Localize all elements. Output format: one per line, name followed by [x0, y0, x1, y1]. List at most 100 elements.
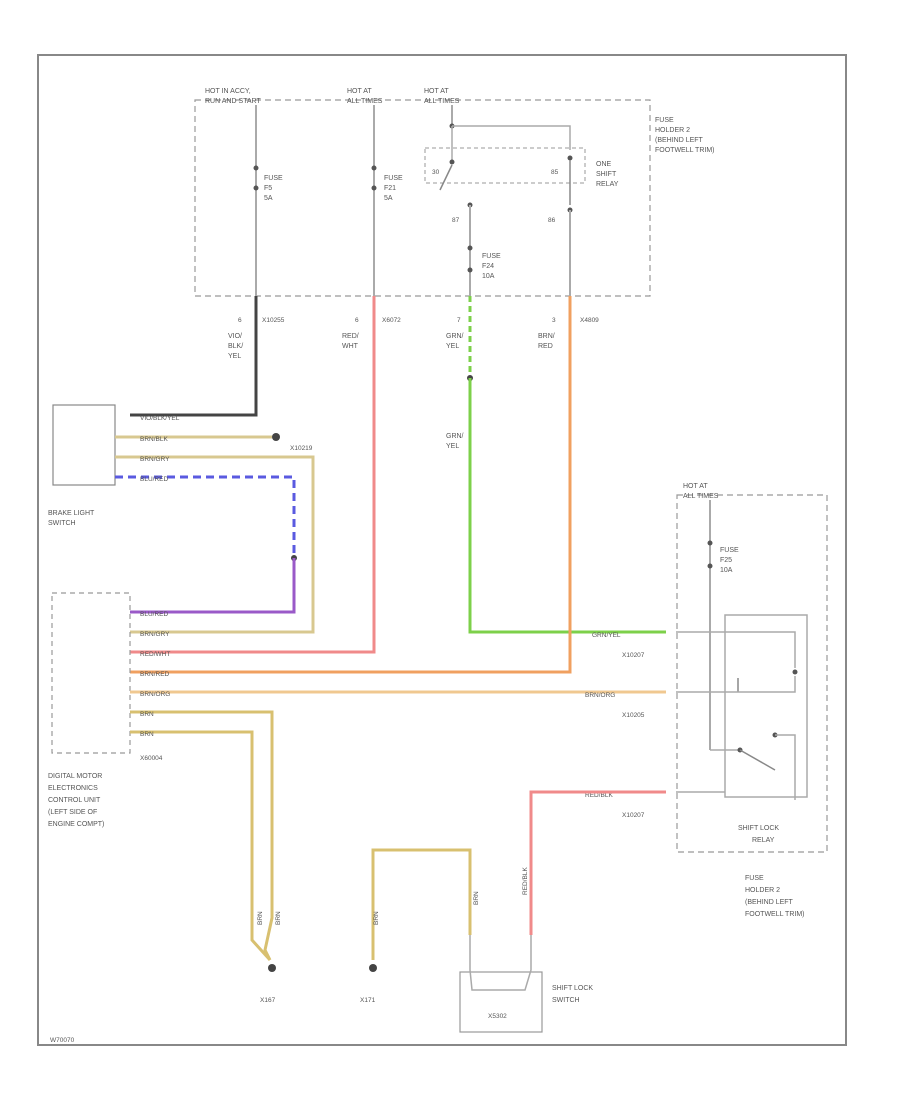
relay-coil-wire: [676, 631, 796, 668]
bottom-brn-label-3: BRN: [373, 911, 380, 925]
holder-top-label-3: (BEHIND LEFT: [655, 137, 704, 144]
brake-wire2-label: BRN/BLK: [140, 436, 168, 443]
dme-label-4: (LEFT SIDE OF: [48, 809, 97, 816]
relay-feed-wire: [452, 125, 571, 150]
wire1-color-1: VIO/: [228, 333, 242, 340]
dme-label-3: CONTROL UNIT: [48, 797, 101, 804]
right-fuse-dot-top: [707, 540, 713, 546]
bottom-red-blk-label: RED/BLK: [522, 867, 529, 895]
wire4-color-1: BRN/: [538, 333, 555, 340]
fuse-f24-label: FUSE: [482, 253, 501, 260]
brake-wire2-ground: [272, 433, 280, 441]
dme-row3-label: RED/WHT: [140, 651, 170, 658]
shift-lock-switch-box: [459, 971, 543, 1033]
dme-label-2: ELECTRONICS: [48, 785, 98, 792]
brake-wire4-label: BLU/RED: [140, 476, 168, 483]
dme-row2-label: BRN/GRY: [140, 631, 170, 638]
brake-wire3-label: BRN/GRY: [140, 456, 170, 463]
shift-relay-label-2: RELAY: [752, 837, 775, 844]
relay-pin-87: 87: [452, 217, 460, 224]
ground-x171: [369, 964, 377, 972]
ground-x167-label: X167: [260, 997, 276, 1004]
wire2-color-2: WHT: [342, 343, 359, 350]
wire3b-color-1: GRN/: [446, 433, 464, 440]
hot-all-times-label-2: ALL TIMES: [347, 98, 383, 105]
relay-label-3: RELAY: [596, 181, 619, 188]
relay-dashed-box: [424, 147, 586, 184]
dme-row1-label: BLU/RED: [140, 611, 168, 618]
brake-switch-label-1: BRAKE LIGHT: [48, 510, 95, 517]
right-fuse-dot-bottom: [707, 563, 713, 569]
wire4-connector: X4809: [580, 317, 599, 324]
holder-top-label-4: FOOTWELL TRIM): [655, 147, 715, 154]
right-fuse-id: F25: [720, 557, 732, 564]
right-x1-connector: X10207: [622, 652, 645, 659]
wire1-color-3: YEL: [228, 353, 241, 360]
brake-wire4-dashed: [115, 475, 296, 558]
wire1-connector: X10255: [262, 317, 285, 324]
wire4-color-2: RED: [538, 343, 553, 350]
fuse-f5-rating: 5A: [264, 195, 273, 202]
hot-all-times-label-3: HOT AT: [424, 88, 449, 95]
relay-coil-dot: [792, 669, 798, 675]
wire-red-blk: [529, 790, 666, 935]
fuse-f24-dot-top: [467, 245, 473, 251]
wire-brn-red: [130, 296, 572, 674]
bottom-brn-label-4: BRN: [473, 891, 480, 905]
wire2-color-1: RED/: [342, 333, 359, 340]
relay-pin-86: 86: [548, 217, 556, 224]
hot-accy-label-1: HOT IN ACCY,: [205, 88, 251, 95]
right-x3-connector: X10207: [622, 812, 645, 819]
relay-switch-return: [775, 734, 796, 800]
shift-lock-switch-label-2: SWITCH: [552, 997, 580, 1004]
wire3b-color-2: YEL: [446, 443, 459, 450]
wire2-pin: 6: [355, 317, 359, 324]
right-brn-org-label: BRN/ORG: [585, 692, 615, 699]
fuse-f5-dot-bottom: [253, 185, 259, 191]
fuse-f5-id: F5: [264, 185, 272, 192]
brake-wire4: [130, 558, 296, 614]
hot-all-times-label-4: ALL TIMES: [424, 98, 460, 105]
wire2-connector: X6072: [382, 317, 401, 324]
fuse-f24-rating: 10A: [482, 273, 495, 280]
shift-lock-relay-holder: [676, 494, 828, 853]
right-hot-label-2: ALL TIMES: [683, 493, 719, 500]
shift-relay-label-1: SHIFT LOCK: [738, 825, 779, 832]
right-grn-yel-label: GRN/YEL: [592, 632, 621, 639]
wire-brn-x171-loop: [371, 848, 472, 960]
relay-pin-30: 30: [432, 169, 440, 176]
brake-wire1-label: VIO/BLK/YEL: [140, 415, 180, 422]
bottom-brn-label-2: BRN: [275, 911, 282, 925]
wire1-pin: 6: [238, 317, 242, 324]
brake-light-switch-box: [52, 404, 116, 486]
right-holder-label-2: HOLDER 2: [745, 887, 780, 894]
relay-switch-arm: [739, 749, 776, 771]
relay-label-1: ONE: [596, 161, 612, 168]
bottom-brn-label-1: BRN: [257, 911, 264, 925]
hot-all-times-label-1: HOT AT: [347, 88, 372, 95]
wire-red-wht: [130, 296, 376, 654]
brake-connector: X10219: [290, 445, 313, 452]
dme-row7-label: BRN: [140, 731, 154, 738]
relay-coil-return: [676, 676, 796, 693]
shift-lock-relay-box: [724, 614, 808, 798]
diagram-border: [37, 54, 847, 1046]
dme-connector: X60004: [140, 755, 163, 762]
brake-wire3: [115, 455, 315, 634]
right-holder-label-4: FOOTWELL TRIM): [745, 911, 805, 918]
fuse-f24-id: F24: [482, 263, 494, 270]
dme-row5-label: BRN/ORG: [140, 691, 170, 698]
shift-lock-switch-connector: X5302: [488, 1013, 507, 1020]
right-fuse-rating: 10A: [720, 567, 733, 574]
fuse-holder-box-top: [194, 99, 651, 297]
dme-wire-brn-2: [130, 730, 272, 962]
corner-id: W70070: [50, 1037, 75, 1044]
right-x2-connector: X10205: [622, 712, 645, 719]
shift-lock-switch-label-1: SHIFT LOCK: [552, 985, 593, 992]
wire4-pin: 3: [552, 317, 556, 324]
dme-row4-label: BRN/RED: [140, 671, 170, 678]
wire1-color-2: BLK/: [228, 343, 243, 350]
ground-x167: [268, 964, 276, 972]
dme-label-5: ENGINE COMPT): [48, 821, 104, 828]
relay-30-dot: [449, 159, 455, 165]
